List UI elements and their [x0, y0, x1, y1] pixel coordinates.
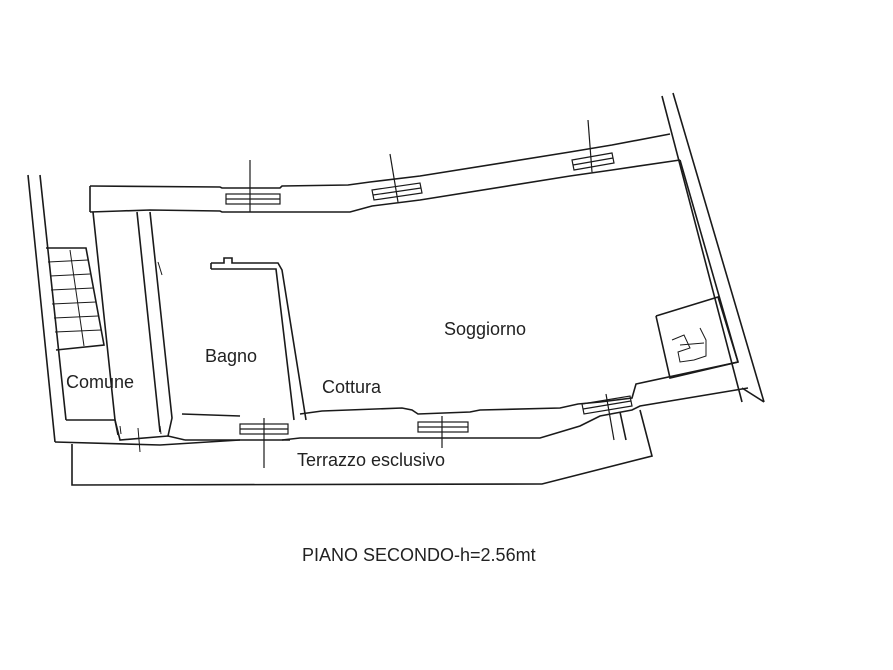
- bottom-interior-wall: [66, 419, 186, 441]
- bathroom-walls: [181, 257, 307, 441]
- living-bottom-wall: [299, 361, 739, 415]
- plan-caption: PIANO SECONDO-h=2.56mt: [302, 545, 536, 565]
- room-label-bagno: Bagno: [205, 346, 257, 366]
- bottom-window-bagno: [239, 418, 289, 468]
- comune-inner-wall: [92, 211, 119, 436]
- top-wall-outer: [89, 133, 671, 189]
- top-window-2: [371, 153, 423, 203]
- room-label-soggiorno: Soggiorno: [444, 319, 526, 339]
- top-wall-inner: [89, 159, 681, 213]
- bottom-exterior-wall: [54, 439, 290, 446]
- terrace-outline: [71, 409, 653, 486]
- bottom-window-soggiorno: [581, 393, 633, 441]
- room-label-comune: Comune: [66, 372, 134, 392]
- left-stairs: [46, 247, 105, 351]
- left-exterior-wall: [27, 174, 67, 443]
- corridor-wall-a: [136, 211, 161, 433]
- room-label-cottura: Cottura: [322, 377, 382, 397]
- corridor-door-marks: [119, 425, 162, 453]
- living-bottom-wall-outer: [281, 387, 749, 441]
- top-window-1: [225, 160, 281, 212]
- right-exterior-wall: [661, 92, 765, 403]
- bottom-window-cottura: [417, 416, 469, 448]
- corridor-wall-b: [149, 211, 173, 437]
- top-window-3: [571, 119, 615, 173]
- room-label-terrazzo: Terrazzo esclusivo: [297, 450, 445, 470]
